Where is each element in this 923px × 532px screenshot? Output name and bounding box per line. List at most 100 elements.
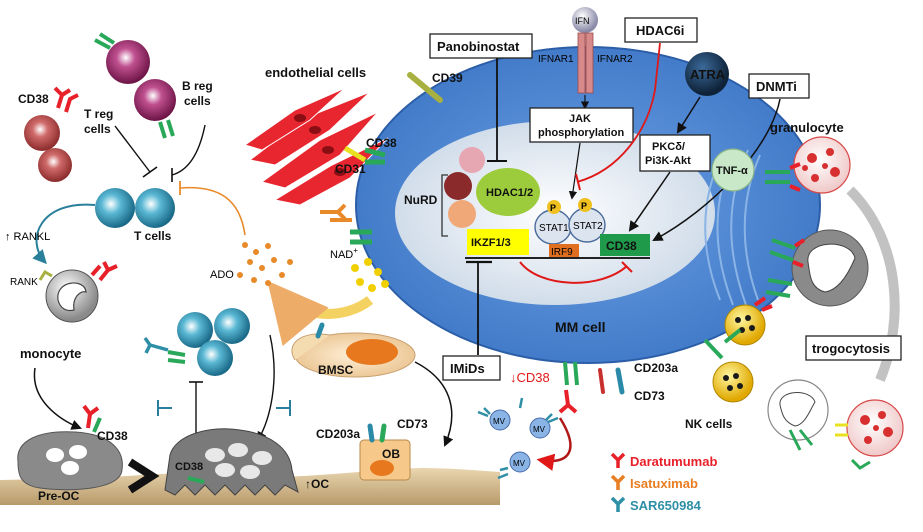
b-reg-cd38-2: [158, 119, 175, 139]
nurd-subunit-pink: [459, 147, 485, 173]
legend-antibody-icon: [610, 496, 626, 512]
microvesicles: [489, 409, 551, 473]
monocyte-label: monocyte: [20, 346, 81, 361]
endothelial-label: endothelial cells: [265, 65, 366, 80]
t-cell-2: [135, 188, 175, 228]
mv-2: [529, 417, 551, 439]
tcell-cd38-lower: [167, 350, 186, 364]
treg-tbar: [142, 166, 158, 178]
nad-to-ado-conversion: [267, 280, 374, 347]
t-cells-label: T cells: [134, 229, 172, 243]
hdac6i-tbar: [575, 173, 581, 191]
ado-dots: [237, 242, 293, 286]
t-reg-label-2: cells: [84, 122, 111, 136]
mm-cd73: [598, 368, 605, 394]
t-reg-cell-2: [38, 148, 72, 182]
granulocyte-top: [793, 136, 851, 194]
cd73-mm-label: CD73: [634, 389, 665, 403]
granulocyte-bottom-right: [835, 399, 904, 470]
phosphate-stat1-label: P: [550, 203, 556, 213]
b-reg-cd38-1: [94, 32, 116, 50]
cd38-preoc-label: CD38: [97, 429, 128, 443]
imids-label: IMiDs: [450, 361, 485, 376]
cd38-oc-label: CD38: [175, 461, 203, 473]
cd38-endothelial-label: CD38: [366, 136, 397, 150]
panobinostat-label: Panobinostat: [437, 39, 520, 54]
hdac6i-inhibition-line: [576, 42, 661, 183]
phosphate-stat1: [547, 200, 561, 214]
irf9-box: [549, 244, 579, 258]
cd73-ob-label: CD73: [397, 417, 428, 431]
stat2-label: STAT2: [573, 221, 603, 232]
mm-cd38-right-3: [765, 278, 793, 298]
cd39-label: CD39: [432, 71, 463, 85]
nurd-subunit-peach: [448, 200, 476, 228]
imids-box: [442, 355, 501, 381]
pkc-label-1: PKCδ/: [652, 141, 685, 153]
ifnar2-receptor: [585, 32, 594, 94]
daratumumab-on-preoc: [82, 404, 100, 429]
cd203a-ob-label: CD203a: [316, 427, 360, 441]
preoc-to-oc-chevron: [127, 458, 160, 494]
ikzf-box: [467, 229, 529, 255]
phosphate-stat2: [578, 198, 592, 212]
bmsc-nucleus: [346, 339, 398, 365]
t-cell-5: [197, 340, 233, 376]
pre-oc-label: Pre-OC: [38, 489, 80, 503]
daratumumab-nk: [753, 296, 773, 312]
t-reg-cell-1: [24, 115, 60, 151]
panobinostat-box: [429, 33, 533, 59]
nurd-bracket: [441, 174, 448, 237]
ob-cd73: [379, 423, 387, 443]
nk-cell-2: [712, 361, 754, 403]
granulocyte-middle: [791, 229, 869, 307]
nurd-label: NuRD: [404, 193, 438, 207]
bmsc-label: BMSC: [318, 363, 354, 377]
mm-cd38-bottom: [563, 361, 579, 386]
nk-receptor-1: [723, 328, 742, 344]
cd38-feedback-tbar: [621, 261, 633, 273]
b-reg-cell-2: [134, 79, 176, 121]
rank-receptor: [38, 269, 53, 281]
preoc-cd38: [92, 417, 102, 433]
cd39-molecule: [407, 72, 443, 103]
isatuximab-on-mm: [320, 203, 352, 222]
oc-up-label: ↑OC: [305, 477, 329, 491]
atra-molecule: [685, 52, 729, 96]
hdac6i-label: HDAC6i: [636, 23, 684, 38]
mv-2-label: MV: [533, 425, 546, 434]
ob-label: OB: [382, 447, 400, 461]
trogocytosis-box: [805, 335, 902, 361]
treg-to-tcell-inhibit: [114, 125, 151, 173]
ifn-molecule: [572, 7, 598, 33]
granulocyte-bottom-left: [767, 379, 829, 451]
mv-3-label: MV: [513, 459, 526, 468]
jak-box: [529, 107, 634, 143]
breg-to-tcell-inhibit: [171, 124, 206, 176]
hdac12-complex: [476, 168, 540, 216]
cd38-feedback-inhibition: [519, 261, 628, 284]
ifnar1-receptor: [577, 32, 586, 94]
irf9-label: IRF9: [551, 247, 573, 258]
legend-label: SAR650984: [630, 498, 702, 513]
jak-label-2: phosphorylation: [538, 127, 624, 139]
pkc-box: [639, 134, 711, 172]
pkc-label-2: Pi3K-Akt: [645, 155, 691, 167]
osteoblast-nucleus: [370, 460, 394, 476]
sar-on-tcell: [143, 336, 169, 354]
t-cell-4: [214, 308, 250, 344]
nurd-subunit-maroon: [444, 172, 472, 200]
cd38-on-mm-left: [350, 229, 372, 245]
mm-cell-label: MM cell: [555, 319, 606, 335]
daratumumab-mm-bottom: [558, 389, 578, 414]
dnmti-label: DNMTi: [756, 79, 797, 94]
daratumumab-on-treg: [53, 86, 79, 113]
nk-receptor-2: [703, 338, 724, 360]
mv-1-label: MV: [493, 417, 506, 426]
bmsc-to-ob-arrow: [414, 361, 454, 447]
cd38-treg-label: CD38: [18, 92, 49, 106]
cd31-molecule: [343, 145, 367, 163]
